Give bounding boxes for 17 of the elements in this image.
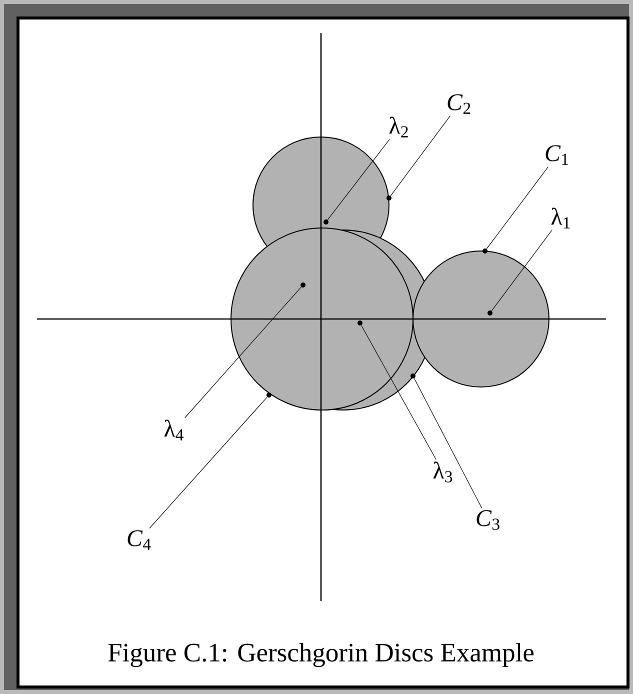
leader-line bbox=[327, 139, 390, 220]
leader-line bbox=[149, 396, 268, 529]
point-label: C$_{3}$ bbox=[476, 510, 500, 530]
leader-line bbox=[184, 286, 302, 418]
leader-line bbox=[486, 166, 548, 250]
point-label: λ$_{4}$ bbox=[164, 420, 184, 440]
point-label: λ$_{1}$ bbox=[551, 208, 570, 228]
point-label: C$_{1}$ bbox=[546, 145, 568, 165]
point-label: λ$_{2}$ bbox=[389, 116, 408, 138]
leader-line bbox=[390, 116, 451, 196]
point-label: C$_{2}$ bbox=[448, 94, 470, 114]
point-label: C$_{4}$ bbox=[128, 530, 151, 550]
leader-line bbox=[491, 230, 552, 312]
figure-caption: Figure C.1: Gerschgorin Discs Example bbox=[108, 642, 534, 668]
leader-line bbox=[361, 325, 436, 460]
point-label: λ$_{3}$ bbox=[433, 462, 452, 482]
leader-line bbox=[414, 378, 482, 508]
